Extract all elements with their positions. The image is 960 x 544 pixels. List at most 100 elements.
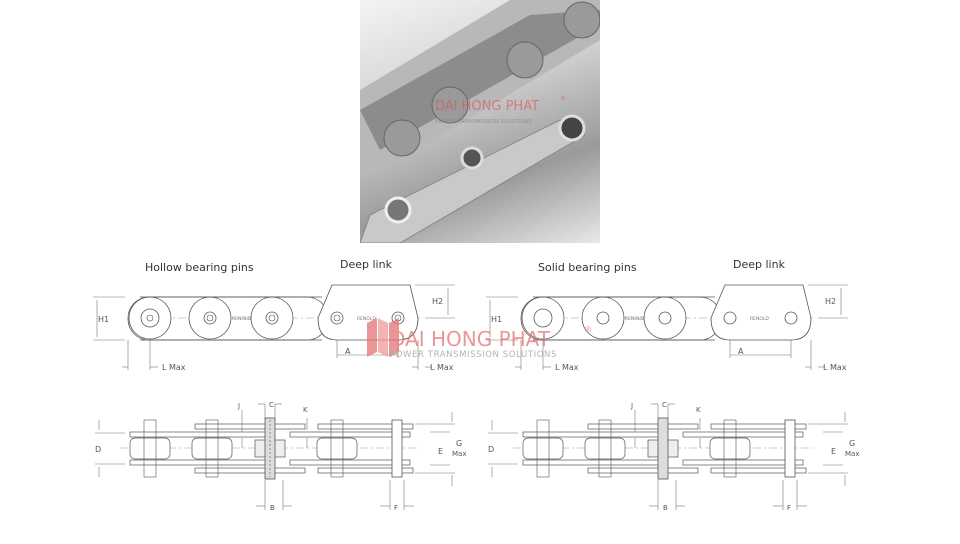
pin	[140, 308, 160, 328]
pin-type-title: Solid bearing pins	[538, 261, 637, 274]
pin	[596, 311, 610, 325]
pin	[533, 308, 553, 328]
pin	[330, 311, 344, 325]
dim-d: D	[95, 445, 101, 454]
dim-k: K	[696, 406, 701, 414]
dim-e: E	[831, 447, 836, 456]
plate-brand: RENOLD	[625, 316, 644, 322]
logo-mark-icon	[389, 318, 399, 357]
pin	[723, 311, 737, 325]
roller	[584, 437, 626, 460]
dim-l-max: L Max	[823, 363, 847, 372]
pin	[330, 419, 344, 478]
pin	[536, 419, 550, 478]
pin	[384, 196, 412, 224]
dim-h2: H2	[825, 297, 836, 306]
hollow-pin-bore	[268, 314, 276, 322]
dim-g: G	[849, 439, 855, 448]
plate-brand: RENOLD	[357, 316, 376, 322]
roller	[129, 437, 171, 460]
pin	[143, 419, 157, 478]
hollow-pin-bore	[206, 314, 214, 322]
pin	[203, 311, 217, 325]
pin	[205, 419, 219, 478]
dim-c: C	[269, 401, 274, 409]
outer-plate	[194, 467, 306, 474]
plate-brand: RENOLD	[750, 316, 769, 322]
pin	[784, 311, 798, 325]
photo-watermark-name: DAI HONG PHAT	[435, 99, 539, 114]
logo-mark-icon	[378, 318, 388, 357]
plate-brand: RENOLD	[232, 316, 251, 322]
chain-photo-drawing: DAI HONG PHAT ® POWER TRANSMISSION SOLUT…	[360, 0, 600, 243]
dim-h1: H1	[491, 315, 502, 324]
roller	[316, 437, 358, 460]
inner-plate	[522, 431, 664, 438]
outer-plate	[587, 423, 699, 430]
pin-type-title: Hollow bearing pins	[145, 261, 254, 274]
roller	[563, 1, 600, 39]
pin	[265, 311, 279, 325]
dim-g-max: Max	[452, 450, 466, 458]
pin	[658, 311, 672, 325]
roller	[522, 437, 564, 460]
chain-plate-shadow	[360, 10, 600, 150]
inner-plate	[682, 431, 804, 438]
dim-l-max: L Max	[555, 363, 579, 372]
dim-a: A	[738, 347, 744, 356]
dim-k: K	[303, 406, 308, 414]
dim-l-max: L Max	[430, 363, 454, 372]
roller	[383, 119, 421, 157]
dim-d: D	[488, 445, 494, 454]
dim-e: E	[438, 447, 443, 456]
watermark-logo: DAI HONG PHAT ® POWER TRANSMISSION SOLUT…	[362, 318, 602, 360]
logo-mark-icon	[367, 318, 377, 357]
inner-plate	[682, 459, 804, 466]
outer-plate	[710, 423, 807, 430]
end-pin	[391, 419, 403, 478]
outer-plate	[317, 423, 414, 430]
watermark-tagline: POWER TRANSMISSION SOLUTIONS	[390, 350, 557, 360]
pin	[558, 114, 586, 142]
roller	[431, 86, 469, 124]
deep-link-plate	[360, 119, 586, 243]
outer-plate	[317, 467, 414, 474]
roller	[191, 437, 233, 460]
roller	[128, 296, 172, 340]
dim-h2: H2	[432, 297, 443, 306]
roller	[643, 296, 687, 340]
inner-plate	[289, 431, 411, 438]
pin	[460, 146, 484, 170]
outer-plate	[587, 467, 699, 474]
bearing-pin-section	[657, 417, 669, 480]
roller	[506, 41, 544, 79]
dim-b: B	[663, 504, 668, 512]
dim-h1: H1	[98, 315, 109, 324]
pin	[723, 419, 737, 478]
dim-l-max: L Max	[162, 363, 186, 372]
dim-j: J	[237, 402, 240, 410]
photo-watermark-tagline: POWER TRANSMISSION SOLUTIONS	[435, 119, 533, 125]
watermark-name: DAI HONG PHAT	[390, 327, 551, 351]
outer-plate	[710, 467, 807, 474]
dim-b: B	[270, 504, 275, 512]
watermark-mark: ®	[584, 325, 592, 334]
hollow-pin-bore	[333, 314, 341, 322]
photo-watermark-mark: ®	[560, 95, 566, 102]
dim-j: J	[630, 402, 633, 410]
outer-plate	[194, 423, 306, 430]
roller	[250, 296, 294, 340]
roller	[188, 296, 232, 340]
pin	[598, 419, 612, 478]
dim-g-max: Max	[845, 450, 859, 458]
deep-link-title: Deep link	[733, 258, 786, 271]
inner-plate	[129, 431, 271, 438]
inner-plate	[289, 459, 411, 466]
dim-f: F	[394, 504, 398, 512]
inner-plate	[522, 459, 664, 466]
deep-link-title: Deep link	[340, 258, 393, 271]
chain-photo: DAI HONG PHAT ® POWER TRANSMISSION SOLUT…	[360, 0, 600, 243]
